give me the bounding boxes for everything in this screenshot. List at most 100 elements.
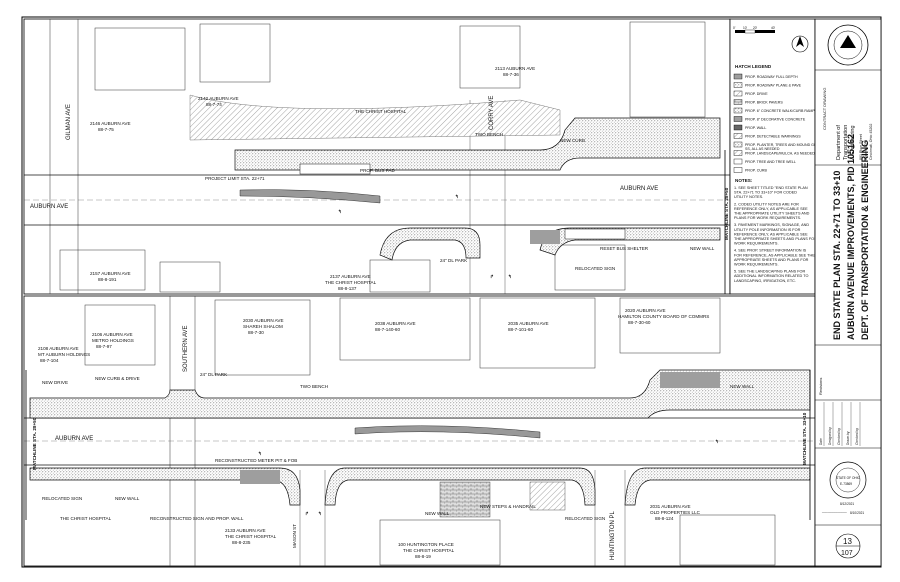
callout: NEW CURB & DRIVE xyxy=(95,376,140,381)
sheet-title: DEPT. OF TRANSPORTATION & ENGINEERING xyxy=(860,140,870,340)
legend-swatch xyxy=(733,124,743,131)
building xyxy=(94,27,186,91)
legend-swatch xyxy=(733,90,743,97)
parcel-id: 88-7-30-60 xyxy=(628,320,651,325)
parcel-address: 2020 AUBURN AVE xyxy=(625,308,666,313)
parcel-owner: THE CHRIST HOSPITAL xyxy=(403,548,455,553)
parcel-address: 2137 AUBURN AVE xyxy=(330,274,371,279)
legend-panel: 0' 10' 20' 40' HATCH LEGEND PROP. ROADWA… xyxy=(729,18,820,295)
legend-item: PROP. DETECTABLE WARNINGS xyxy=(745,135,801,139)
sheet-total: 107 xyxy=(841,550,853,557)
parcel-id: 88-7-30 xyxy=(248,330,264,335)
matchline-label: MATCHLINE STA. 28+50 xyxy=(724,187,729,240)
parcel-owner: THE CHRIST HOSPITAL xyxy=(60,516,112,521)
bus-pad xyxy=(299,163,371,175)
parcel-address: 2113 AUBURN AVE xyxy=(495,66,535,71)
matchline-label: MATCHLINE STA. 28+50 xyxy=(32,417,37,470)
legend-item: PROP. CURB xyxy=(745,169,768,173)
parcel-owner: THE CHRIST HOSPITAL xyxy=(225,534,277,539)
city-seal-icon xyxy=(827,24,869,66)
parcel-id: 88-8-124 xyxy=(655,516,674,521)
parcel-id: 88-7-140-60 xyxy=(375,327,400,332)
note-line: 5. SEE THE LANDSCAPING PLANS FOR xyxy=(734,270,806,274)
callout: NEW WALL xyxy=(690,246,715,251)
building xyxy=(554,244,626,291)
legend-item: PROP. 8" DECORATIVE CONCRETE xyxy=(745,118,806,122)
parcel-address: 2106 AUBURN AVE xyxy=(92,332,133,337)
matchline-label: MATCHLINE STA. 33+10 xyxy=(802,412,807,465)
legend-swatch xyxy=(733,133,743,139)
building xyxy=(214,299,311,376)
parcel-id: 88-8-19 xyxy=(415,554,431,559)
building xyxy=(339,297,471,361)
callout: RECONSTRUCTED SIGN AND PROP. WALL xyxy=(150,516,244,521)
parcel-owner: OLD PROPERTIES LLC xyxy=(650,510,701,515)
legend-item: PROP. TREE AND TREE WELL xyxy=(745,160,796,164)
parcel-address: 2108 AUBURN AVE xyxy=(38,346,79,351)
department-name: & Engineering xyxy=(850,125,856,160)
parcel-address: 2031 AUBURN AVE xyxy=(650,504,691,509)
street-label: GILMAN AVE xyxy=(66,104,72,140)
legend-swatch xyxy=(733,167,743,173)
legend-swatch xyxy=(733,116,743,122)
seal-text: E-73869 xyxy=(840,482,852,486)
callout: TWO BENCH xyxy=(475,132,503,137)
street-label: AUBURN AVE xyxy=(620,186,658,192)
note-line: ADDITIONAL INFORMATION RELATED TO xyxy=(734,274,809,278)
sheet-title: AUBURN AVENUE IMPROVEMENTS, PID 105162 xyxy=(846,134,856,340)
sheet-number: 13 xyxy=(843,537,852,546)
svg-text:10': 10' xyxy=(743,26,748,30)
street-label: SOUTHERN AVE xyxy=(183,325,189,372)
note-line: REFERENCE ONLY, AS APPLICABLE SEE xyxy=(734,207,808,211)
legend-item: PROP. DRIVE xyxy=(745,92,768,96)
signature-line: ______________ xyxy=(821,509,847,513)
callout: NEW WALL xyxy=(730,384,755,389)
department-address: 801 Plum Street xyxy=(859,134,863,160)
lane-arrow-icon: ↱ xyxy=(490,274,494,279)
building xyxy=(159,261,221,293)
north-arrow-icon xyxy=(791,35,809,53)
parcel-id: 88-7-101-60 xyxy=(508,327,533,332)
street-label: AUBURN AVE xyxy=(30,204,68,210)
svg-text:20': 20' xyxy=(753,26,758,30)
approval-label: Checked by xyxy=(837,428,841,445)
svg-text:0': 0' xyxy=(733,26,736,30)
parcel-id: 88-7-36 xyxy=(503,72,519,77)
approval-label: Date xyxy=(819,438,823,445)
note-line: FOR REFERENCE, AS APPLICABLE SEE THE xyxy=(734,253,815,257)
parcel-id: 88-7-75 xyxy=(98,127,114,132)
legend-item: PROP. BRICK PAVERS xyxy=(745,101,783,105)
building xyxy=(379,519,501,566)
top-plan: ↰ ↰ ↱ ↰ MATCHLINE STA. 28+50 AUBURN AVE … xyxy=(23,18,731,295)
legend-item: PROP. ROADWAY PLANE & PAVE xyxy=(745,84,802,88)
bottom-plan: MATCHLINE STA. 28+50 MATCHLINE STA. 33+1… xyxy=(23,295,816,567)
legend-item-cont: SS, ALL AS NEEDED xyxy=(745,147,780,151)
building xyxy=(459,25,521,89)
approval-label: Designed by xyxy=(828,427,832,445)
callout: NEW WALL xyxy=(425,511,450,516)
seal-text: STATE OF OHIO xyxy=(836,476,861,480)
sheet-title: END STATE PLAN STA. 22+71 TO 33+10 xyxy=(832,171,842,340)
parcel-owner: MT AUBURN HOLDINGS xyxy=(38,352,90,357)
note-line: PLANS FOR WORK REQUIREMENTS. xyxy=(734,216,801,220)
building xyxy=(619,297,721,354)
note-line: REFERENCE ONLY, AS APPLICABLE SEE xyxy=(734,232,808,236)
note-line: APPROPRIATE SHEETS AND PLANS FOR xyxy=(734,258,809,262)
parcel-address: 2133 AUBURN AVE xyxy=(225,528,266,533)
callout: TWO BENCH xyxy=(300,384,328,389)
building xyxy=(59,249,146,291)
note-line: 4. SEE PROP. STREET INFORMATION IS xyxy=(734,249,807,253)
lane-arrow-icon: ↰ xyxy=(318,511,322,516)
building xyxy=(479,297,596,369)
building xyxy=(629,21,706,118)
parcel-address: 2142 AUBURN AVE xyxy=(198,96,239,101)
lane-arrow-icon: ↱ xyxy=(305,511,309,516)
legend-swatch xyxy=(733,107,743,114)
note-line: THE APPROPRIATE SHEETS AND PLANS FOR xyxy=(734,237,817,241)
note-line: UTILITY NOTES. xyxy=(734,195,763,199)
parcel-id: 88-8-137 xyxy=(338,286,357,291)
legend-swatch xyxy=(733,99,743,105)
parcel-owner: THE CHRIST HOSPITAL xyxy=(355,109,407,114)
notes-title: NOTES: xyxy=(735,178,753,183)
